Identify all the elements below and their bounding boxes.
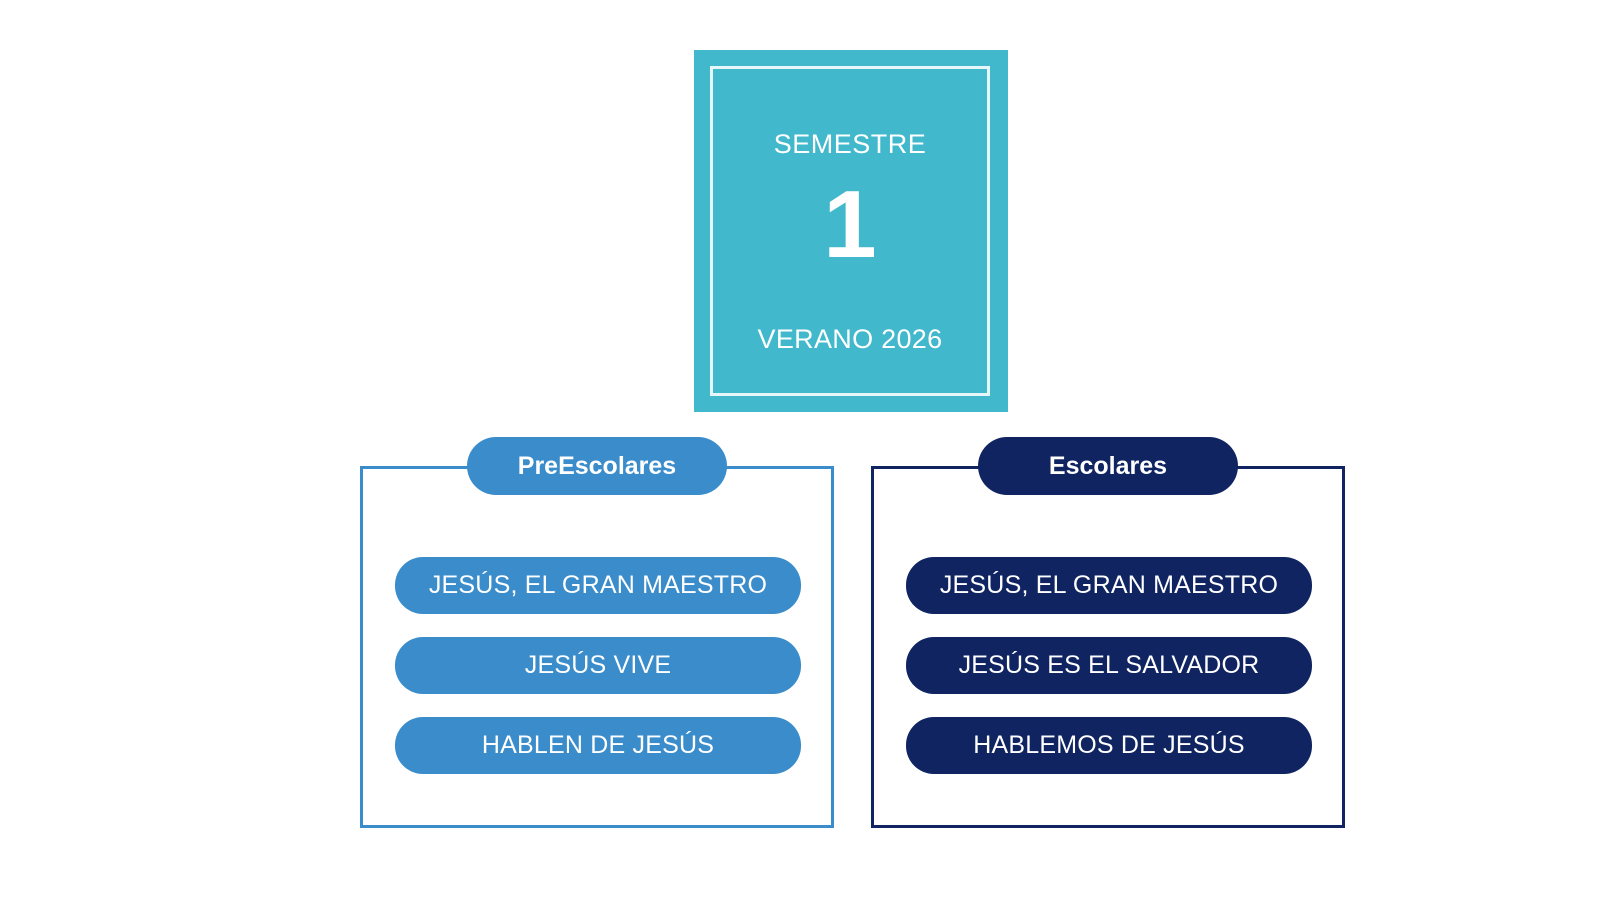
semester-label: SEMESTRE	[773, 129, 927, 159]
group-preescolares: PreEscolares JESÚS, EL GRAN MAESTRO JESÚ…	[360, 437, 834, 828]
semester-card: SEMESTRE 1 VERANO 2026	[694, 50, 1008, 412]
semester-season: VERANO 2026	[757, 324, 943, 354]
group-preescolares-title: PreEscolares	[467, 437, 727, 495]
group-escolares-items: JESÚS, EL GRAN MAESTRO JESÚS ES EL SALVA…	[906, 557, 1312, 774]
group-escolares-title: Escolares	[978, 437, 1238, 495]
preescolares-item: JESÚS, EL GRAN MAESTRO	[395, 557, 801, 614]
escolares-item: JESÚS, EL GRAN MAESTRO	[906, 557, 1312, 614]
semester-number: 1	[823, 171, 877, 278]
semester-card-frame: SEMESTRE 1 VERANO 2026	[710, 66, 990, 396]
escolares-item: HABLEMOS DE JESÚS	[906, 717, 1312, 774]
group-escolares: Escolares JESÚS, EL GRAN MAESTRO JESÚS E…	[871, 437, 1345, 828]
group-preescolares-items: JESÚS, EL GRAN MAESTRO JESÚS VIVE HABLEN…	[395, 557, 801, 774]
preescolares-item: JESÚS VIVE	[395, 637, 801, 694]
preescolares-item: HABLEN DE JESÚS	[395, 717, 801, 774]
escolares-item: JESÚS ES EL SALVADOR	[906, 637, 1312, 694]
